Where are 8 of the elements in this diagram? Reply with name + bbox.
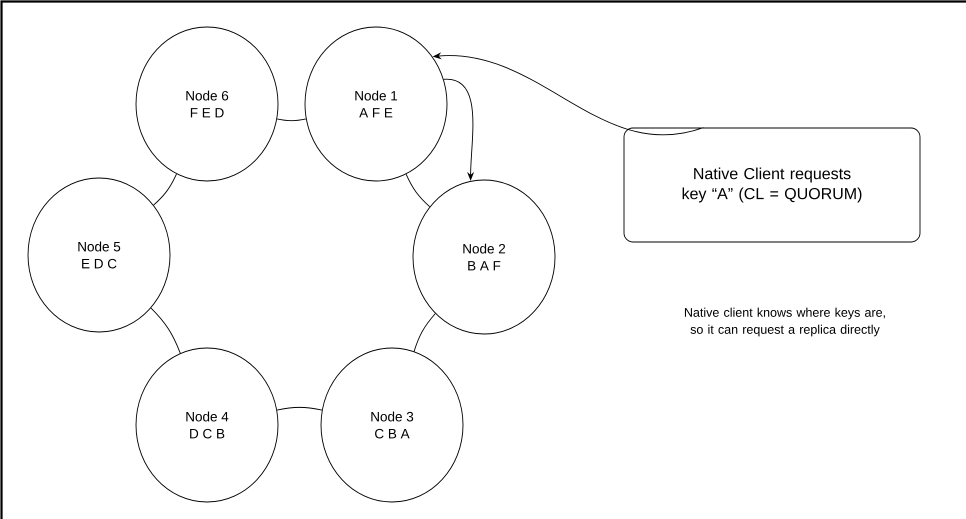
ring-line — [414, 313, 436, 352]
client-box: Native Client requests key “A” (CL = QUORUM) — [624, 128, 920, 242]
ring-line — [406, 174, 430, 208]
note: Native client knows where keys are, so it can request a replica directly — [684, 308, 885, 336]
ring-line — [150, 308, 181, 354]
ring-line — [276, 406, 322, 411]
ring-line — [276, 118, 306, 122]
ring-line — [153, 174, 177, 206]
